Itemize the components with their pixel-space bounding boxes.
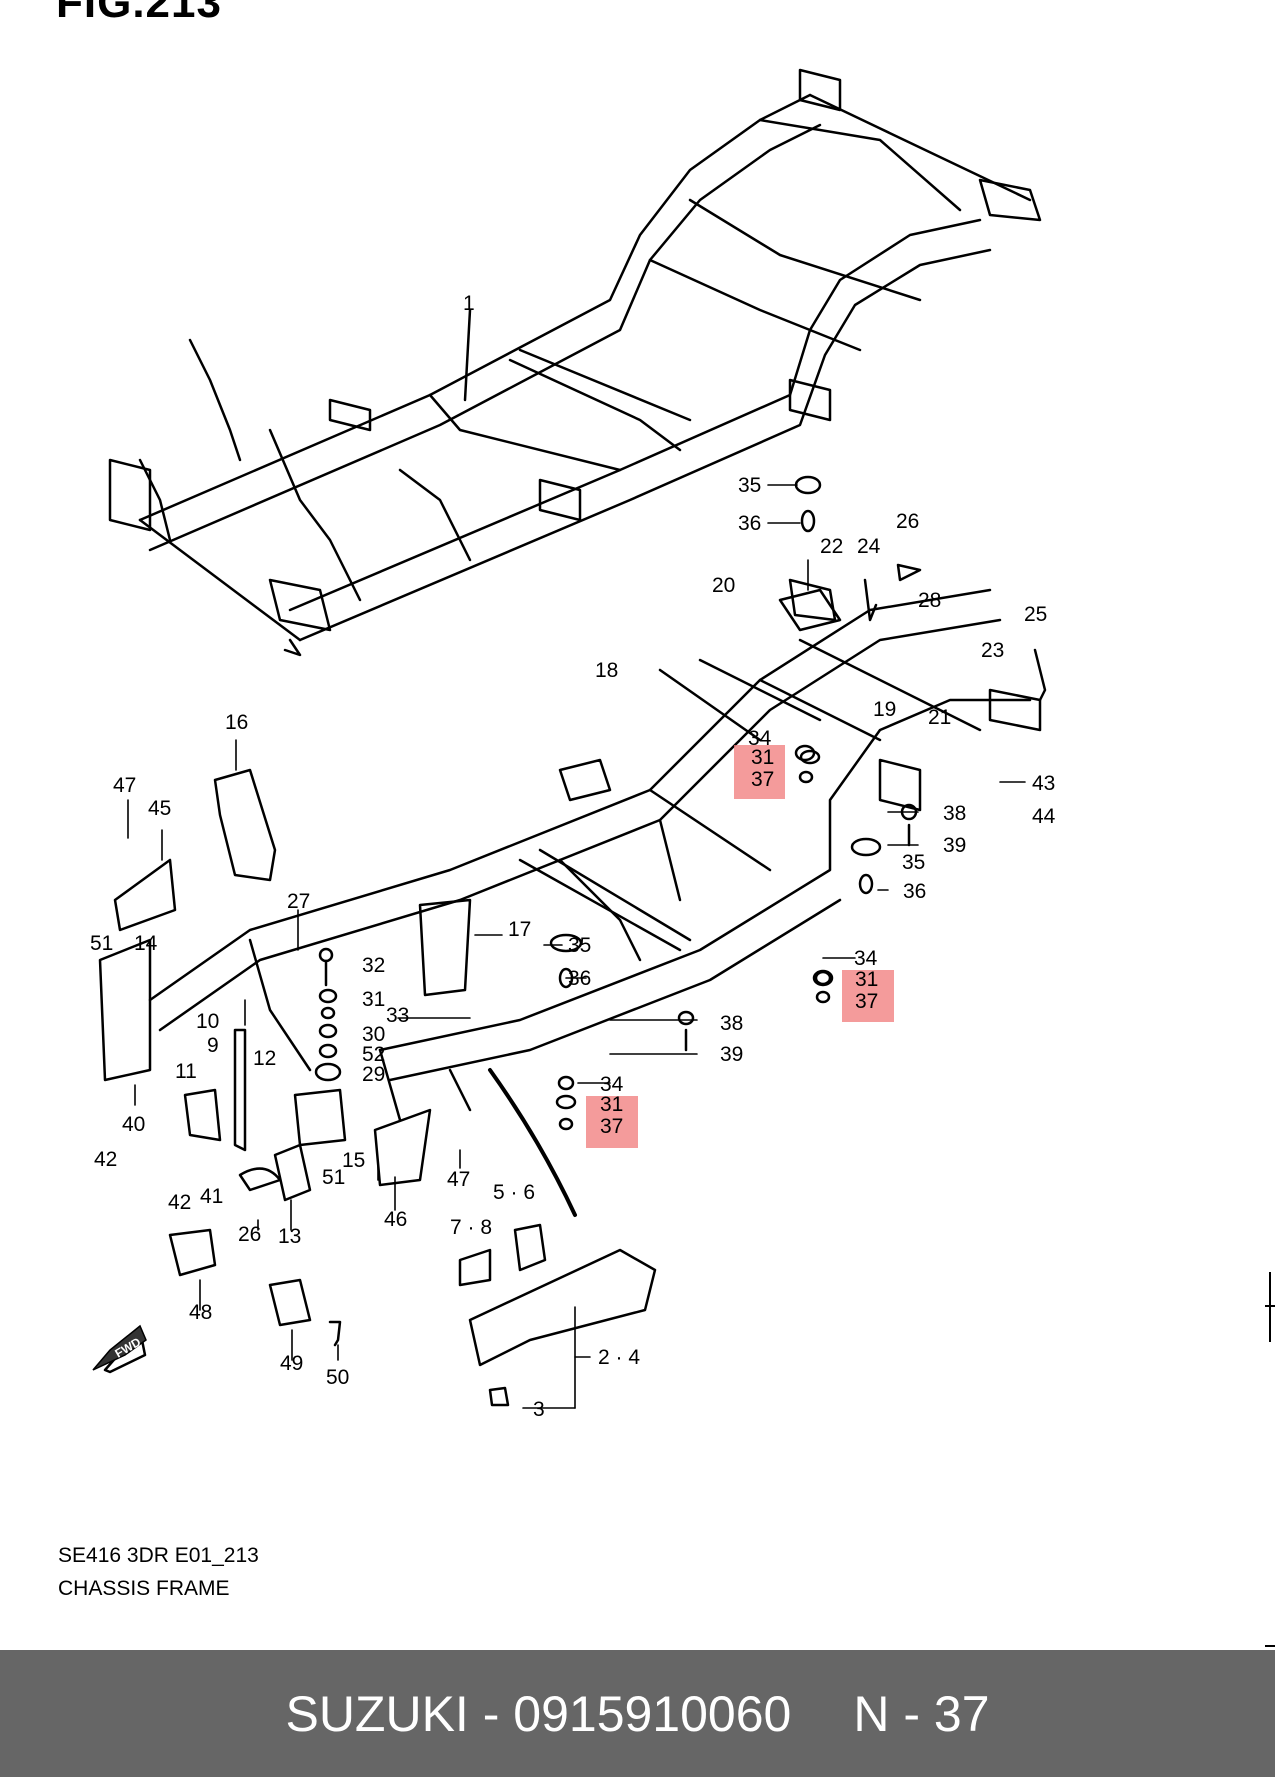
label-part-12: 12 [253,1047,276,1070]
label-part-43: 43 [1032,772,1055,795]
label-part-34: 34 [600,1073,624,1096]
label-part-15: 15 [342,1149,365,1172]
label-part-38: 38 [943,802,966,825]
label-part-37: 37 [855,990,878,1013]
highlight-31-37-b [842,970,894,1022]
label-part-42: 42 [94,1148,117,1171]
label-part-10: 10 [196,1010,219,1033]
label-part-3: 3 [533,1398,545,1421]
edge-tick-right [1265,1305,1275,1307]
label-part-39: 39 [943,834,966,857]
label-part-7-8: 7 · 8 [450,1216,492,1239]
label-part-35: 35 [568,934,591,957]
edge-mark-right [1269,1272,1271,1342]
label-part-14: 14 [134,932,158,955]
label-part-49: 49 [280,1352,303,1375]
chassis-frame-exploded [148,588,1042,1122]
label-part-46: 46 [384,1208,407,1231]
highlight-31-37-c [586,1096,638,1148]
label-part-22: 22 [820,535,843,558]
label-part-2-4: 2 · 4 [598,1346,640,1369]
label-part-36: 36 [738,512,761,535]
label-part-21: 21 [928,706,951,729]
label-part-48: 48 [189,1301,212,1324]
callout-1 [463,308,472,402]
label-part-47: 47 [113,774,136,797]
label-part-11: 11 [175,1060,197,1083]
label-part-31: 31 [855,968,878,991]
label-part-42: 42 [168,1191,191,1214]
footer-bar: SUZUKI - 0915910060 N - 37 [0,1650,1275,1777]
label-part-24: 24 [857,535,881,558]
label-part-50: 50 [326,1366,349,1389]
label-part-30: 30 [362,1023,385,1046]
label-part-18: 18 [595,659,618,682]
label-part-51: 51 [322,1166,345,1189]
label-part-29: 29 [362,1063,385,1086]
label-part-26: 26 [238,1223,261,1246]
label-part-27: 27 [287,890,310,913]
label-part-33: 33 [386,1004,409,1027]
edge-tick-bottom [1265,1645,1275,1647]
label-part-40: 40 [122,1113,145,1136]
label-part-52: 52 [362,1043,385,1066]
diagram-code: SE416 3DR E01_213 [58,1544,259,1567]
label-part-34: 34 [748,727,772,750]
label-part-35: 35 [902,851,925,874]
label-part-39: 39 [720,1043,743,1066]
label-part-1: 1 [463,292,475,315]
footer-brand: SUZUKI [285,1685,469,1742]
label-part-37: 37 [600,1115,623,1138]
diagram-title: CHASSIS FRAME [58,1577,230,1600]
label-part-37: 37 [751,768,774,791]
label-part-35: 35 [738,474,761,497]
label-part-36: 36 [903,880,926,903]
parts-diagram: FWD 1 35 36 22 24 26 20 28 25 18 23 34 3… [90,68,1056,1421]
label-part-25: 25 [1024,603,1047,626]
label-part-26: 26 [896,510,919,533]
label-part-31: 31 [751,746,774,769]
highlight-31-37-a [734,745,785,799]
label-part-9: 9 [207,1034,219,1057]
label-part-16: 16 [225,711,248,734]
label-part-38: 38 [720,1012,743,1035]
label-part-36: 36 [568,967,591,990]
label-part-5-6: 5 · 6 [493,1181,535,1204]
label-part-31: 31 [600,1093,623,1116]
label-part-41: 41 [200,1185,223,1208]
callout-lines [127,484,1026,1409]
fwd-arrow: FWD [92,1324,147,1371]
label-part-13: 13 [278,1225,301,1248]
part-labels: 1 35 36 22 24 26 20 28 25 18 23 34 31 37… [90,292,1056,1421]
footer-reference: N - 37 [853,1685,990,1742]
footer-part-number: 0915910060 [513,1685,792,1742]
label-part-31: 31 [362,988,385,1011]
label-part-23: 23 [981,639,1004,662]
label-part-20: 20 [712,574,735,597]
footer-separator: - [468,1685,514,1742]
small-parts [98,475,1047,1407]
label-part-47: 47 [447,1168,470,1191]
label-part-19: 19 [873,698,896,721]
label-part-17: 17 [508,918,531,941]
label-part-51: 51 [90,932,113,955]
label-part-45: 45 [148,797,171,820]
label-part-34: 34 [854,947,878,970]
chassis-frame-drawing [108,68,1042,657]
label-part-28: 28 [918,589,941,612]
figure-number: FIG.213 [56,0,222,27]
label-part-32: 32 [362,954,385,977]
label-part-44: 44 [1032,805,1056,828]
